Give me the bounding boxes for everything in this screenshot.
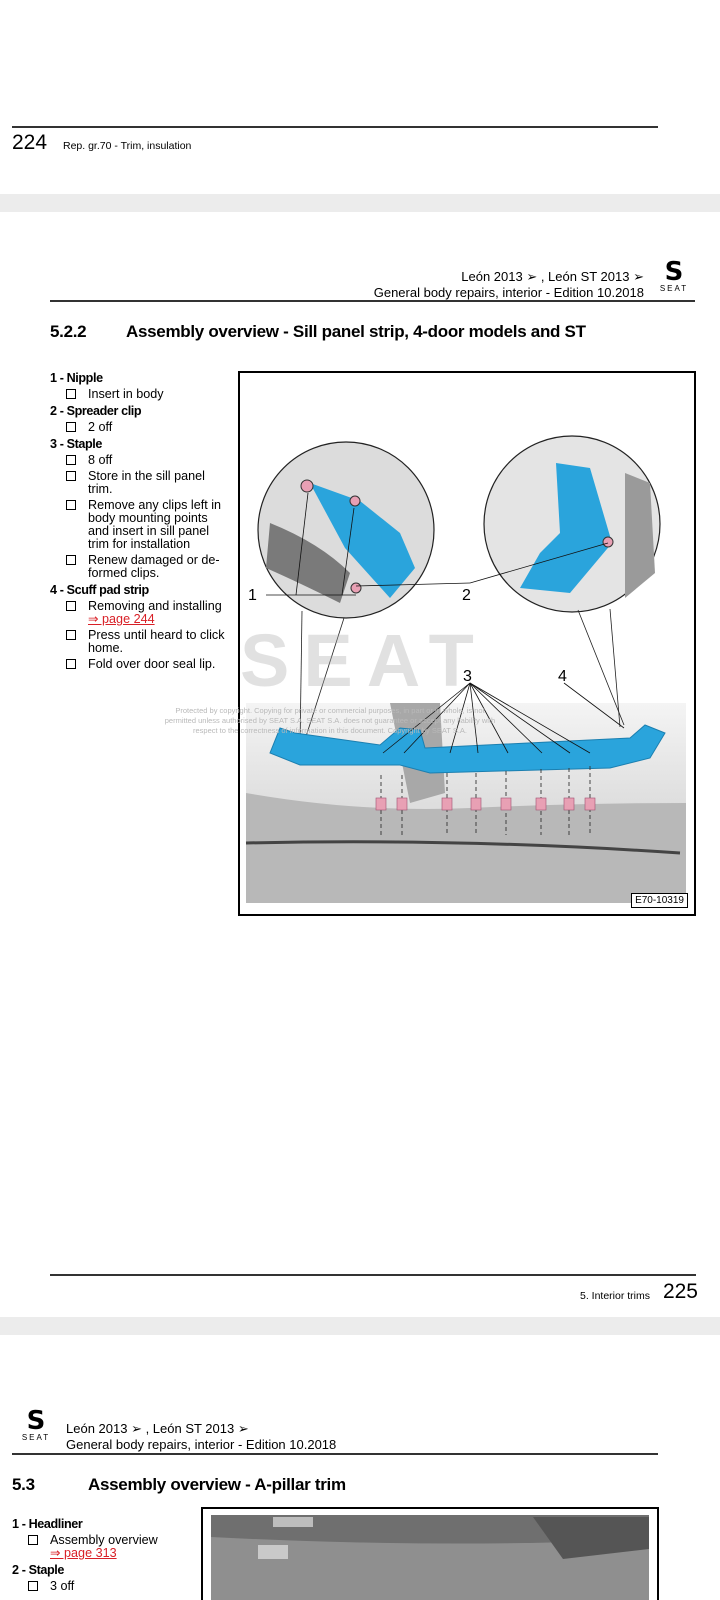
- clip-icon: [602, 536, 614, 548]
- clip-icon: [349, 495, 361, 507]
- seat-logo: S SEAT: [16, 1406, 56, 1442]
- legend-subitem: 2 off: [50, 421, 232, 434]
- page-224: 224 Rep. gr.70 - Trim, insulation: [0, 0, 720, 194]
- detail-left-trim: [310, 483, 415, 598]
- legend-subitem: Remove any clips left in body mounting p…: [50, 499, 232, 551]
- detail-left-body: [266, 523, 350, 603]
- assembly-figure: [201, 1507, 659, 1600]
- checkbox-icon: [66, 389, 76, 399]
- checkbox-icon: [66, 471, 76, 481]
- legend-subitem: Renew damaged or de- formed clips.: [50, 554, 232, 580]
- checkbox-icon: [28, 1535, 38, 1545]
- checkbox-icon: [66, 555, 76, 565]
- callout-1: 1: [248, 587, 257, 604]
- header-rule: [12, 1453, 658, 1455]
- header-rule: [50, 300, 695, 302]
- footer-rule: [12, 126, 658, 128]
- detail-right-trim: [520, 463, 612, 593]
- legend-subitem: 3 off: [12, 1580, 192, 1593]
- legend-subitem: 8 off: [50, 454, 232, 467]
- watermark-logo: SEAT: [240, 619, 488, 702]
- checkbox-icon: [66, 630, 76, 640]
- page-226: S SEAT León 2013 ➢ , León ST 2013 ➢ Gene…: [0, 1335, 720, 1600]
- callout-4: 4: [558, 668, 567, 685]
- section-number: 5.3: [12, 1475, 35, 1494]
- section-title: Assembly overview - Sill panel strip, 4-…: [126, 322, 586, 341]
- figure-code: E70-10319: [631, 893, 688, 908]
- checkbox-icon: [66, 659, 76, 669]
- seat-logo-icon: S: [26, 1406, 46, 1436]
- legend-item-title: 2 - Spreader clip: [50, 404, 142, 418]
- legend-subitem: Fold over door seal lip.: [50, 658, 232, 671]
- legend-subitem: Insert in body: [50, 388, 232, 401]
- page-link[interactable]: ⇒ page 244: [88, 612, 155, 626]
- nipple-icon: [300, 479, 314, 493]
- floor-pan: [246, 793, 686, 903]
- a-pillar-illustration: [211, 1515, 649, 1600]
- legend-subitem: Assembly overview⇒ page 313: [12, 1534, 192, 1560]
- legend-subitem: Store in the sill panel trim.: [50, 470, 232, 496]
- seat-logo: S SEAT: [654, 257, 694, 293]
- assembly-figure: SEAT 1 2 3 4 E70-10319: [238, 371, 696, 916]
- legend-list: 1 - Nipple Insert in body 2 - Spreader c…: [50, 372, 232, 671]
- header-model: León 2013 ➢ , León ST 2013 ➢: [66, 1421, 249, 1436]
- section-title: Assembly overview - A-pillar trim: [88, 1475, 346, 1494]
- section-number: 5.2.2: [50, 322, 87, 341]
- chapter-label: Rep. gr.70 - Trim, insulation: [63, 140, 192, 152]
- legend-item-title: 3 - Staple: [50, 437, 102, 451]
- header-edition: General body repairs, interior - Edition…: [373, 285, 644, 300]
- callout-2: 2: [462, 587, 471, 604]
- page-number: 225: [662, 1280, 698, 1303]
- header-model: León 2013 ➢ , León ST 2013 ➢: [461, 269, 644, 284]
- footer-rule: [50, 1274, 696, 1276]
- checkbox-icon: [66, 601, 76, 611]
- checkbox-icon: [66, 455, 76, 465]
- legend-item-title: 4 - Scuff pad strip: [50, 583, 149, 597]
- checkbox-icon: [66, 422, 76, 432]
- legend-item-title: 1 - Nipple: [50, 371, 103, 385]
- checkbox-icon: [28, 1581, 38, 1591]
- callout-3: 3: [463, 668, 472, 685]
- page-gap: [0, 1317, 720, 1335]
- legend-item-title: 2 - Staple: [12, 1563, 64, 1577]
- callout-lines: [266, 492, 625, 754]
- staple-icons: [375, 797, 596, 811]
- legend-subitem: Press until heard to click home.: [50, 629, 232, 655]
- leader-line: [301, 617, 345, 750]
- legend-item-title: 1 - Headliner: [12, 1517, 83, 1531]
- leader-line: [577, 609, 625, 726]
- page-gap: [0, 194, 720, 212]
- seat-logo-text: SEAT: [21, 1433, 51, 1442]
- checkbox-icon: [66, 500, 76, 510]
- legend-list: 1 - Headliner Assembly overview⇒ page 31…: [12, 1518, 192, 1593]
- header-edition: General body repairs, interior - Edition…: [66, 1437, 337, 1452]
- clip-icon: [350, 582, 362, 594]
- page-link[interactable]: ⇒ page 313: [50, 1546, 117, 1560]
- seat-logo-text: SEAT: [659, 284, 689, 293]
- leader-line: [609, 608, 621, 728]
- copyright-watermark: Protected by copyright. Copying for priv…: [164, 706, 496, 735]
- leader-line: [299, 610, 303, 748]
- footer-chapter: 5. Interior trims: [579, 1290, 650, 1302]
- seat-logo-icon: S: [664, 257, 684, 287]
- sill-rail: [245, 840, 681, 855]
- scuff-pad-strip: [269, 724, 666, 774]
- detail-right-body: [625, 473, 655, 598]
- legend-subitem: Removing and installing⇒ page 244: [50, 600, 232, 626]
- page-number: 224: [12, 131, 48, 154]
- assembly-illustration: [245, 435, 686, 903]
